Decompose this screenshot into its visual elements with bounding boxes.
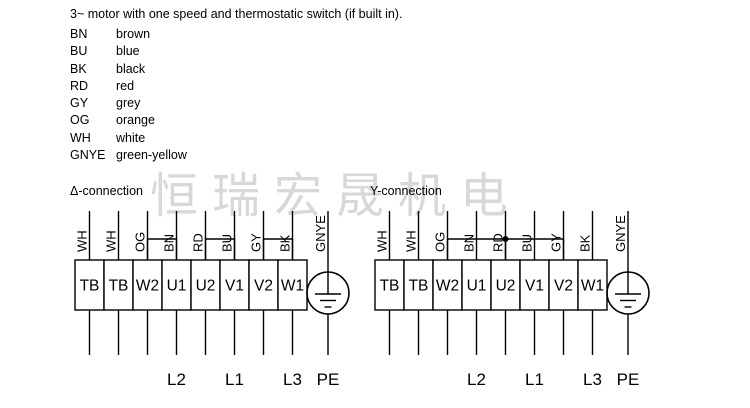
wire-color-label: BK (578, 234, 593, 252)
legend-name: orange (116, 113, 155, 128)
wire-color-label: OG (433, 232, 448, 252)
wire-color-label: WH (404, 230, 419, 252)
phase-label-l3: L3 (583, 370, 602, 389)
legend-code: RD (70, 78, 89, 93)
legend-name: grey (116, 96, 141, 111)
terminal-label: TB (80, 278, 100, 295)
wire-color-label: OG (133, 232, 148, 252)
phase-label-l1: L1 (525, 370, 544, 389)
bridge-link (204, 238, 236, 260)
terminal-u1-3 (461, 259, 492, 311)
legend-row: GNYE green-yellow (70, 147, 187, 164)
legend-row: GY grey (70, 95, 187, 112)
wire-color-label: RD (191, 233, 206, 252)
terminal-label: U2 (196, 278, 216, 295)
wire-color-label: WH (375, 230, 390, 252)
legend-name: green-yellow (116, 148, 187, 163)
wire-color-label: BU (520, 234, 535, 252)
wire-color-label: BU (220, 234, 235, 252)
legend-name: black (116, 61, 146, 76)
legend-code: BN (70, 27, 88, 41)
phase-label-l3: L3 (283, 370, 302, 389)
terminal-label: U2 (496, 278, 516, 295)
pe-label: PE (317, 370, 340, 389)
terminal-label: U1 (467, 278, 487, 295)
phase-label-l1: L1 (225, 370, 244, 389)
terminal-label: V2 (554, 278, 573, 295)
wire-color-label: RD (491, 233, 506, 252)
wire-color-label: WH (75, 230, 90, 252)
legend-row: OG orange (70, 112, 187, 129)
terminal-label: V2 (254, 278, 273, 295)
terminal-label: V1 (225, 278, 244, 295)
legend-code: GNYE (70, 148, 106, 163)
bridge-link (146, 238, 178, 260)
terminal-v1-5 (219, 259, 250, 311)
wire-color-label: GY (249, 233, 264, 252)
page-title: 3~ motor with one speed and thermostatic… (70, 7, 403, 21)
bridge-link (262, 238, 294, 260)
terminal-label: W2 (136, 278, 159, 295)
terminal-label: TB (380, 278, 400, 295)
legend-name: red (116, 78, 135, 93)
terminal-label: V1 (525, 278, 544, 295)
terminal-u1-3 (161, 259, 192, 311)
legend-code: BU (70, 44, 88, 59)
legend-name: brown (116, 27, 151, 41)
terminal-label: TB (409, 278, 429, 295)
terminal-label: W1 (281, 278, 304, 295)
wire-color-label: BN (462, 234, 477, 252)
wire-color-label: BN (162, 234, 177, 252)
legend-code: GY (70, 96, 89, 111)
wire-color-label: BK (278, 234, 293, 252)
legend-name: white (116, 130, 146, 145)
legend-row: BN brown (70, 26, 187, 43)
phase-label-l2: L2 (167, 370, 186, 389)
legend-code: OG (70, 113, 90, 128)
pe-wire-color-label: GNYE (313, 215, 328, 252)
phase-label-l2: L2 (467, 370, 486, 389)
terminal-label: W2 (436, 278, 459, 295)
legend-name: blue (116, 44, 140, 59)
terminal-w1-7 (577, 259, 608, 311)
wire-color-label: GY (549, 233, 564, 252)
legend-code: BK (70, 61, 87, 76)
legend-row: BU blue (70, 43, 187, 60)
legend-row: WH white (70, 130, 187, 147)
terminal-label: TB (109, 278, 129, 295)
pe-wire-color-label: GNYE (613, 215, 628, 252)
delta-connection-label: Δ-connection (70, 184, 143, 198)
legend-row: BK black (70, 61, 187, 78)
legend-code: WH (70, 130, 91, 145)
wire-color-legend: BN brown BU blue BK black RD red GY grey… (70, 26, 187, 164)
junction-dot (502, 236, 509, 242)
y-connection-label: Y-connection (370, 184, 442, 198)
terminal-v2-6 (548, 259, 579, 311)
terminal-tb-0 (74, 259, 105, 311)
terminal-label: W1 (581, 278, 604, 295)
pe-label: PE (617, 370, 640, 389)
legend-row: RD red (70, 78, 187, 95)
terminal-label: U1 (167, 278, 187, 295)
terminal-w2-2 (432, 259, 463, 311)
wire-color-label: WH (104, 230, 119, 252)
